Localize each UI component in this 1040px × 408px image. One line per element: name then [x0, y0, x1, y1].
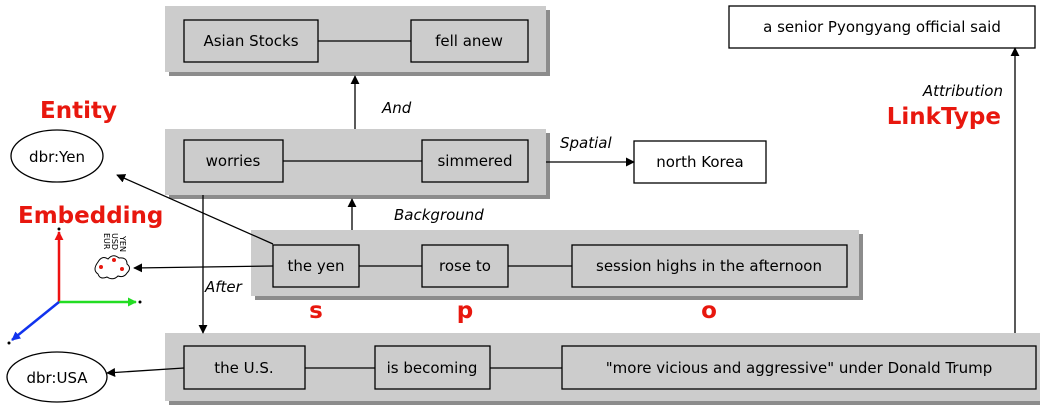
cluster-middle: worries simmered: [165, 129, 550, 199]
node-simmered-label: simmered: [437, 152, 512, 170]
cluster-top: Asian Stocks fell anew: [165, 6, 550, 76]
node-the-us-label: the U.S.: [214, 359, 273, 377]
cluster-bottom: the U.S. is becoming "more vicious and a…: [165, 333, 1040, 405]
node-the-yen-label: the yen: [288, 257, 345, 275]
node-fell-anew[interactable]: fell anew: [410, 19, 529, 63]
annotation-o: o: [701, 298, 717, 324]
embedding-label-usd: USD: [110, 233, 119, 250]
node-simmered[interactable]: simmered: [421, 139, 529, 183]
embedding-space-icon: YEN USD EUR: [7, 227, 142, 345]
node-the-us[interactable]: the U.S.: [183, 345, 306, 390]
entity-yen-label: dbr:Yen: [29, 148, 85, 166]
edge-label-background: Background: [394, 206, 484, 224]
node-worries-label: worries: [206, 152, 261, 170]
node-rose-to[interactable]: rose to: [421, 244, 509, 288]
node-attribution-source[interactable]: a senior Pyongyang official said: [728, 5, 1036, 49]
node-session-highs[interactable]: session highs in the afternoon: [571, 244, 848, 288]
edge-us-to-entity: [106, 367, 185, 377]
edge-label-attribution: Attribution: [922, 82, 1003, 100]
cluster-main: the yen rose to session highs in the aft…: [251, 230, 863, 300]
node-session-highs-label: session highs in the afternoon: [596, 257, 822, 275]
edge-yen-to-embedding: [133, 263, 274, 273]
edge-yen-to-entity: [116, 174, 274, 245]
node-trump-object[interactable]: "more vicious and aggressive" under Dona…: [561, 345, 1037, 390]
annotation-s: s: [309, 298, 323, 324]
node-north-korea-label: north Korea: [656, 153, 744, 171]
node-worries[interactable]: worries: [183, 139, 284, 183]
entity-usa[interactable]: dbr:USA: [6, 351, 108, 403]
node-the-yen[interactable]: the yen: [272, 244, 360, 288]
node-fell-anew-label: fell anew: [435, 32, 503, 50]
node-rose-to-label: rose to: [439, 257, 491, 275]
node-is-becoming-label: is becoming: [387, 359, 478, 377]
embedding-currency-labels: YEN USD EUR: [102, 233, 127, 252]
axis-z-icon: [11, 301, 60, 341]
annotation-linktype: LinkType: [887, 104, 1001, 130]
entity-usa-label: dbr:USA: [26, 369, 88, 387]
annotation-p: p: [457, 298, 473, 324]
node-asian-stocks-label: Asian Stocks: [203, 32, 298, 50]
node-trump-object-label: "more vicious and aggressive" under Dona…: [606, 359, 992, 377]
node-north-korea[interactable]: north Korea: [633, 140, 767, 184]
embedding-label-yen: YEN: [118, 235, 127, 252]
annotation-embedding: Embedding: [18, 203, 163, 229]
entity-yen[interactable]: dbr:Yen: [10, 129, 104, 183]
annotation-entity: Entity: [40, 98, 117, 124]
node-is-becoming[interactable]: is becoming: [374, 345, 491, 390]
edge-label-and: And: [381, 99, 412, 117]
node-asian-stocks[interactable]: Asian Stocks: [183, 19, 319, 63]
edge-label-after: After: [204, 278, 243, 296]
node-attribution-source-label: a senior Pyongyang official said: [763, 18, 1001, 36]
embedding-cloud-icon: [94, 255, 130, 280]
edge-label-spatial: Spatial: [560, 134, 612, 152]
embedding-label-eur: EUR: [102, 233, 111, 250]
